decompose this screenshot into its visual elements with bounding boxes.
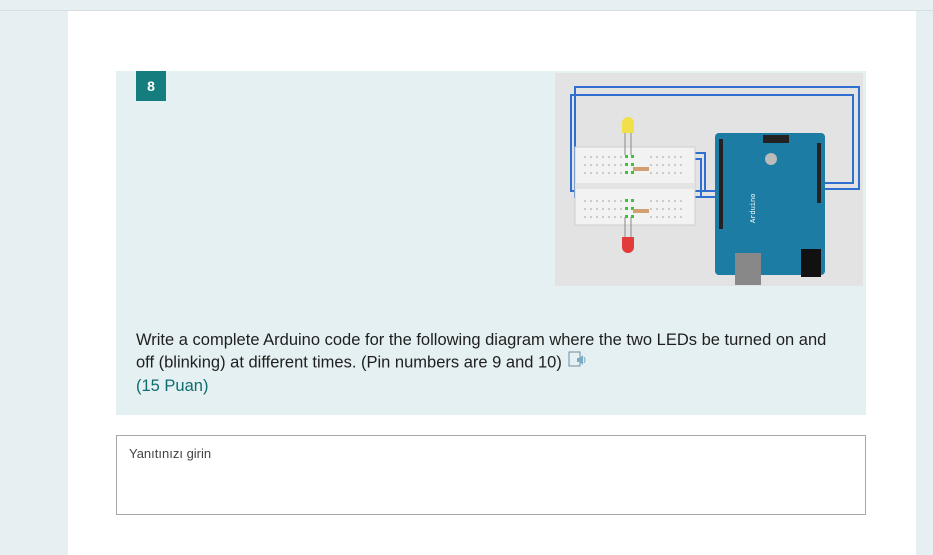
question-number-badge: 8 <box>136 71 166 101</box>
question-points: (15 Puan) <box>136 377 209 395</box>
speaker-icon[interactable] <box>568 351 588 375</box>
question-prompt: Write a complete Arduino code for the fo… <box>136 331 827 372</box>
form-card: 8 <box>68 11 916 555</box>
arduino-board-label: Arduino <box>750 194 758 223</box>
top-divider <box>0 10 933 11</box>
question-block: 8 <box>116 71 866 415</box>
circuit-diagram-image: Arduino <box>555 73 863 286</box>
answer-placeholder: Yanıtınızı girin <box>129 446 212 461</box>
answer-input[interactable]: Yanıtınızı girin <box>116 435 866 515</box>
question-text: Write a complete Arduino code for the fo… <box>136 329 836 397</box>
